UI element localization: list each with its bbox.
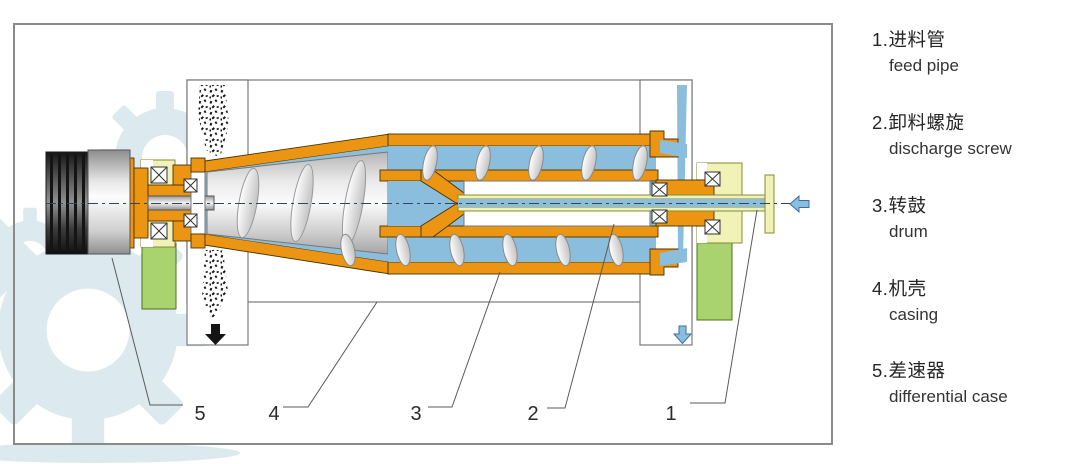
legend-label-en: casing	[889, 305, 939, 324]
legend-number: 4.	[872, 278, 889, 299]
legend-label-en: feed pipe	[889, 56, 959, 75]
legend-number: 3.	[872, 195, 889, 216]
callout-number-4: 4	[268, 403, 279, 425]
drum-wall-top	[387, 133, 659, 147]
bearing-icon	[651, 209, 668, 224]
housing-notch	[697, 227, 707, 243]
screw-flight	[236, 167, 260, 239]
legend-label-zh: 卸料螺旋	[888, 112, 965, 133]
legend-label-zh: 转鼓	[888, 195, 927, 216]
screw-flight	[608, 233, 624, 267]
callout-leader-2	[547, 223, 615, 409]
figure-border	[13, 23, 833, 445]
legend-number: 5.	[872, 360, 889, 381]
solids-spray-lower	[202, 250, 228, 322]
bearing-icon	[150, 222, 168, 240]
support-block-right	[696, 242, 733, 321]
legend-item-2: 2.卸料螺旋 discharge screw	[872, 109, 1012, 159]
feed-pipe-wall-bottom	[457, 206, 766, 212]
solids-discharge-arrow-icon	[205, 324, 226, 345]
differential-case	[87, 149, 131, 255]
support-block-left	[141, 242, 177, 310]
bearing-icon	[183, 213, 198, 228]
screw-flights-cone	[236, 160, 367, 246]
bracket-notch	[141, 236, 153, 247]
housing-notch	[697, 163, 707, 179]
feed-arrow-icon	[789, 194, 810, 214]
callout-number-1: 1	[665, 403, 676, 425]
screw-flight	[340, 233, 356, 267]
liquid-overflow-top	[660, 140, 687, 158]
legend-item-3: 3.转鼓 drum	[872, 192, 928, 242]
liquid-discharge-arrow-icon	[672, 325, 693, 345]
screw-flight	[475, 145, 491, 181]
watermark-shadow	[0, 443, 240, 463]
pulley-groove	[58, 154, 61, 252]
gear-watermark	[0, 91, 240, 463]
screw-flight	[581, 145, 597, 181]
legend-label-zh: 差速器	[888, 360, 946, 381]
callout-number-2: 2	[527, 403, 538, 425]
callout-leader-3	[428, 271, 501, 408]
bearing-icon	[183, 178, 198, 193]
screw-flight	[422, 145, 438, 181]
bearing-icon	[150, 166, 168, 184]
legend-item-4: 4.机壳 casing	[872, 275, 938, 325]
bearing-icon	[651, 182, 668, 197]
legend-label-en: differential case	[889, 387, 1008, 406]
legend-label-en: discharge screw	[889, 139, 1012, 158]
legend-label-en: drum	[889, 222, 928, 241]
callout-number-3: 3	[410, 403, 421, 425]
legend-item-5: 5.差速器 differential case	[872, 357, 1008, 407]
centrifuge-cross-section: 5 4 3 2 1	[0, 23, 833, 463]
bearing-icon	[704, 171, 721, 187]
bearing-icon	[704, 219, 721, 235]
legend-number: 1.	[872, 29, 889, 50]
screw-flight	[395, 233, 411, 267]
screw-flight	[502, 233, 518, 267]
liquid-overflow-bottom	[660, 248, 687, 266]
drum-left-flange-top	[190, 157, 206, 173]
legend-label-zh: 机壳	[888, 278, 927, 299]
drum-left-flange-bottom	[190, 233, 206, 249]
feed-pipe-wall-top	[457, 194, 766, 200]
callouts: 5 4 3 2 1	[111, 209, 758, 425]
legend-item-1: 1.进料管 feed pipe	[872, 26, 959, 76]
bearings	[150, 166, 721, 240]
screw-flight	[528, 145, 544, 181]
screw-flight	[555, 233, 571, 267]
screw-flight	[449, 233, 465, 267]
legend-label-zh: 进料管	[888, 29, 946, 50]
callout-leader-1	[690, 209, 758, 404]
bracket-notch	[141, 160, 153, 171]
callout-number-5: 5	[194, 403, 205, 425]
screw-flights-cylinder	[340, 145, 648, 267]
callout-leader-5	[111, 257, 183, 406]
screw-flight	[632, 145, 648, 181]
legend-number: 2.	[872, 112, 889, 133]
solids-spray-upper	[198, 85, 229, 158]
callout-leader-4	[283, 301, 378, 408]
